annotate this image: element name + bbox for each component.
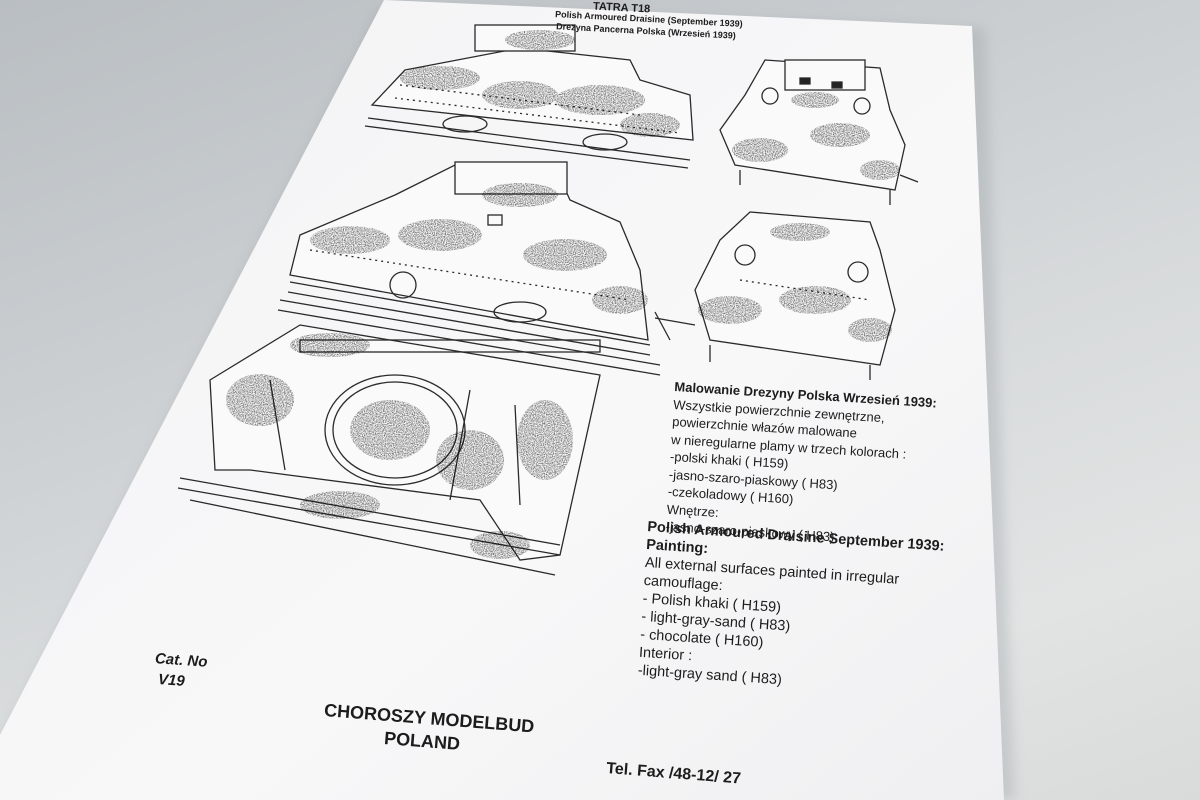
catalog-number: V19 xyxy=(157,671,186,690)
painting-en-block: Polish Armoured Draisine September 1939:… xyxy=(637,518,945,699)
catalog-label: Cat. No xyxy=(154,650,209,671)
